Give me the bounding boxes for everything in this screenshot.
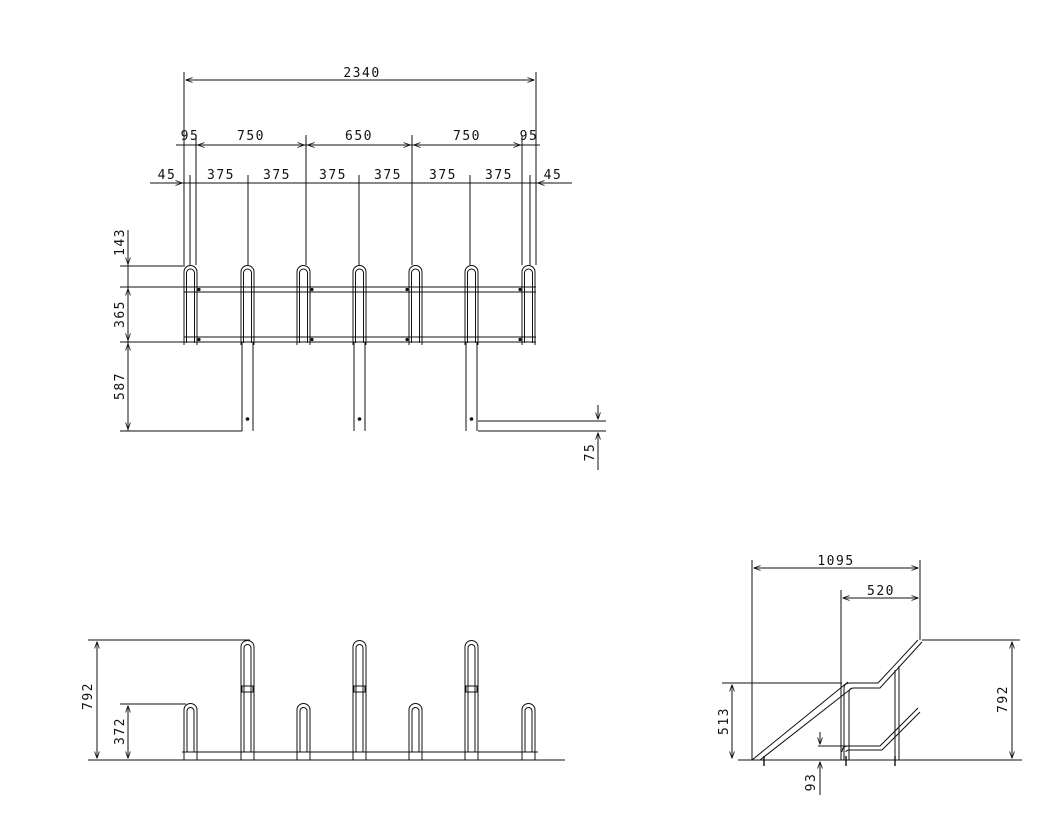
dim-right-75: 75 [478, 405, 606, 470]
dim-label-pitch-8: 45 [544, 168, 563, 183]
dim-left-column: 143 365 587 [113, 228, 242, 432]
holder-loop [352, 265, 367, 345]
dim-label-span-5: 95 [520, 129, 539, 144]
side-view: 1095 520 513 792 93 [717, 554, 1022, 795]
dim-span-row: 95 750 650 750 95 [176, 129, 540, 265]
dim-label-span-4: 750 [453, 129, 481, 144]
holder-loop [464, 265, 479, 345]
plan-view: 2340 95 750 650 750 95 [113, 66, 606, 470]
plan-holders [183, 265, 536, 345]
dim-label-93: 93 [804, 773, 819, 792]
holder-loop [467, 268, 476, 343]
holder-loop [296, 265, 311, 345]
dim-label-span-3: 650 [345, 129, 373, 144]
holder-loop [521, 265, 536, 345]
dim-label-365: 365 [113, 300, 128, 328]
holder-loop [240, 265, 255, 345]
holder-loop [186, 268, 195, 343]
front-short-holders [183, 703, 536, 760]
dim-label-1095: 1095 [817, 554, 854, 569]
dim-label-pitch-3: 375 [263, 168, 291, 183]
front-view: 792 372 [81, 639, 565, 761]
holder-loop [299, 268, 308, 343]
dim-label-pitch-6: 375 [429, 168, 457, 183]
dim-label-520: 520 [867, 584, 895, 599]
dim-label-792-side: 792 [996, 685, 1011, 713]
plan-bolts [197, 287, 522, 342]
plan-legs [241, 342, 478, 431]
holder-loop [524, 268, 533, 343]
dim-label-513: 513 [717, 707, 732, 735]
dim-label-75: 75 [583, 443, 598, 462]
dim-label-span-1: 95 [181, 129, 200, 144]
dim-label-overall: 2340 [343, 66, 380, 81]
dim-label-span-2: 750 [237, 129, 265, 144]
dim-label-792-front: 792 [81, 682, 96, 710]
holder-loop [355, 268, 364, 343]
side-dims: 1095 520 513 792 93 [717, 554, 1020, 795]
holder-loop [243, 268, 252, 343]
dim-label-587: 587 [113, 372, 128, 400]
holder-loop [411, 268, 420, 343]
holder-loop [408, 265, 423, 345]
dim-label-pitch-1: 45 [158, 168, 177, 183]
front-dims: 792 372 [81, 639, 250, 758]
side-rack-profile [751, 639, 923, 766]
holder-loop [183, 265, 198, 345]
dim-overall-width: 2340 [183, 66, 537, 265]
dim-label-pitch-4: 375 [319, 168, 347, 183]
front-tall-holders [240, 640, 479, 760]
dim-label-pitch-5: 375 [374, 168, 402, 183]
dim-label-pitch-2: 375 [207, 168, 235, 183]
dim-label-143: 143 [113, 228, 128, 256]
dim-label-372: 372 [113, 717, 128, 745]
dim-pitch-row: 45 375 375 375 375 375 375 45 [150, 168, 572, 265]
plan-rails [184, 286, 536, 343]
dim-label-pitch-7: 375 [485, 168, 513, 183]
